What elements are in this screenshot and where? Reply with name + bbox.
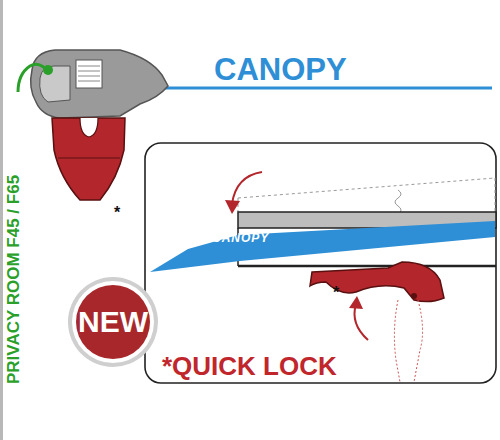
node-shape — [148, 215, 498, 275]
privacy-room-bead — [43, 65, 53, 75]
node-text: CANOPY — [212, 231, 269, 245]
asterisk-mark: * — [114, 204, 120, 222]
quick-lock-clip — [52, 118, 125, 200]
privacy-room-label: PRIVACY ROOM F45 / F65 — [4, 175, 24, 384]
node-text: NEW — [78, 305, 148, 339]
rail-insert — [76, 60, 102, 88]
quick-lock-part — [310, 262, 444, 302]
canopy-band: CANOPY — [148, 215, 498, 275]
rail-channel — [40, 66, 70, 102]
quick-lock-label: *QUICK LOCK — [162, 351, 337, 382]
edge-bar — [0, 0, 3, 440]
inset-frame — [145, 143, 496, 383]
asterisk-mark: * — [333, 284, 339, 302]
rail-profile — [31, 50, 168, 118]
canopy-title: CANOPY — [214, 52, 347, 88]
new-badge: NEW — [75, 284, 151, 360]
